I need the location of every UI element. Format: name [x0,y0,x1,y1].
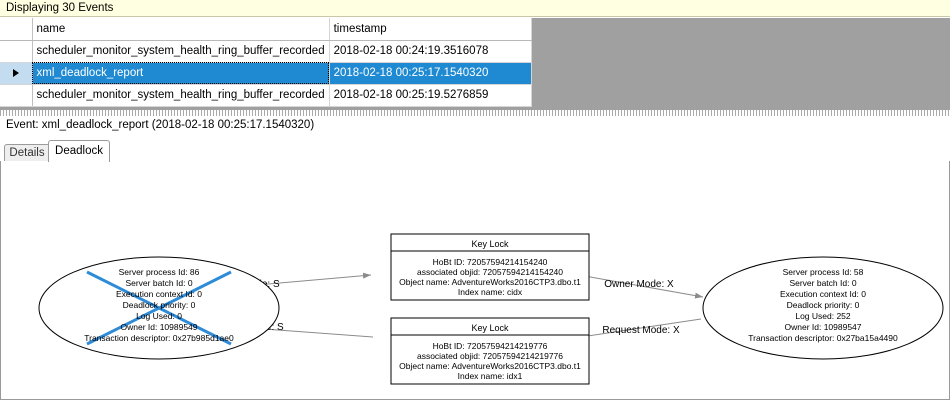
resource-node-key-lock-top[interactable]: Key Lock HoBt ID: 72057594214154240 asso… [390,233,590,301]
table-row[interactable]: scheduler_monitor_system_health_ring_buf… [0,84,532,107]
tab-details[interactable]: Details [4,144,50,162]
resource-title-bottom: Key Lock [471,323,509,333]
cell-name[interactable]: xml_deadlock_report [32,62,330,85]
process-node-left[interactable]: Server process Id: 86 Server batch Id: 0… [38,256,280,360]
process-right-line-2: Execution context Id: 0 [780,289,866,299]
row-handle[interactable] [0,40,33,63]
edge-label-request-x: Request Mode: X [602,325,680,336]
horizontal-splitter[interactable] [0,110,950,116]
detail-tabstrip: Details Deadlock [0,140,950,162]
displaying-events-label: Displaying 30 Events [6,2,114,14]
table-row-selected[interactable]: xml_deadlock_report 2018-02-18 00:25:17.… [0,62,532,85]
events-status-bar: Displaying 30 Events [0,0,950,17]
table-row[interactable]: scheduler_monitor_system_health_ring_buf… [0,40,532,63]
process-left-line-4: Log Used: 0 [136,311,182,321]
event-caption: Event: xml_deadlock_report (2018-02-18 0… [6,119,315,131]
resource-top-line-2: Object name: AdventureWorks2016CTP3.dbo.… [399,277,581,287]
deadlock-graph-svg: Request Mode: S Owner Mode: S Owner Mode… [38,233,944,385]
resource-box[interactable] [390,233,590,301]
column-header-rowselect[interactable] [0,18,33,41]
deadlock-victim-x-icon [86,270,232,346]
events-table: name timestamp scheduler_monitor_system_… [0,18,532,107]
table-header-row: name timestamp [0,18,532,41]
row-handle[interactable] [0,84,33,107]
current-row-arrow-icon [12,68,19,77]
resource-top-line-0: HoBt ID: 72057594214154240 [433,257,548,267]
process-right-line-6: Transaction descriptor: 0x27ba15a4490 [748,333,898,343]
resource-title-top: Key Lock [471,239,509,249]
edge-owner-x: Owner Mode: X [578,274,704,299]
resource-bottom-line-1: associated objid: 72057594214219776 [417,351,563,361]
cell-name[interactable]: scheduler_monitor_system_health_ring_buf… [32,84,330,107]
cell-timestamp[interactable]: 2018-02-18 00:25:19.5276859 [329,84,532,107]
cell-timestamp[interactable]: 2018-02-18 00:24:19.3516078 [329,40,532,63]
process-right-line-3: Deadlock priority: 0 [787,300,860,310]
resource-box[interactable] [390,317,590,385]
process-left-line-1: Server batch Id: 0 [125,278,192,288]
column-header-timestamp[interactable]: timestamp [329,18,532,41]
resource-top-line-3: Index name: cidx [458,287,523,297]
edge-request-x: Request Mode: X [580,318,702,339]
row-handle-current[interactable] [0,62,33,85]
process-right-line-4: Log Used: 252 [795,311,851,321]
process-right-line-1: Server batch Id: 0 [789,278,856,288]
process-left-line-0: Server process Id: 86 [119,267,200,277]
process-ellipse[interactable] [702,256,944,360]
process-left-line-5: Owner Id: 10989549 [120,322,197,332]
cell-name[interactable]: scheduler_monitor_system_health_ring_buf… [32,40,330,63]
resource-bottom-line-0: HoBt ID: 72057594214219776 [433,341,548,351]
process-node-right[interactable]: Server process Id: 58 Server batch Id: 0… [702,256,944,360]
resource-node-key-lock-bottom[interactable]: Key Lock HoBt ID: 72057594214219776 asso… [390,317,590,385]
process-right-line-5: Owner Id: 10989547 [784,322,861,332]
column-header-name[interactable]: name [32,18,330,41]
resource-top-line-1: associated objid: 72057594214154240 [417,267,563,277]
process-left-line-6: Transaction descriptor: 0x27b985d1ae0 [84,333,234,343]
resource-bottom-line-2: Object name: AdventureWorks2016CTP3.dbo.… [399,361,581,371]
resource-bottom-line-3: Index name: idx1 [458,371,523,381]
tab-deadlock[interactable]: Deadlock [48,140,110,162]
cell-timestamp[interactable]: 2018-02-18 00:25:17.1540320 [329,62,532,85]
events-grid[interactable]: name timestamp scheduler_monitor_system_… [0,18,950,110]
process-left-line-2: Execution context Id: 0 [116,289,202,299]
deadlock-graph-canvas[interactable]: Request Mode: S Owner Mode: S Owner Mode… [0,161,950,400]
edge-label-owner-x: Owner Mode: X [604,279,674,290]
process-right-line-0: Server process Id: 58 [783,267,864,277]
process-left-line-3: Deadlock priority: 0 [123,300,196,310]
